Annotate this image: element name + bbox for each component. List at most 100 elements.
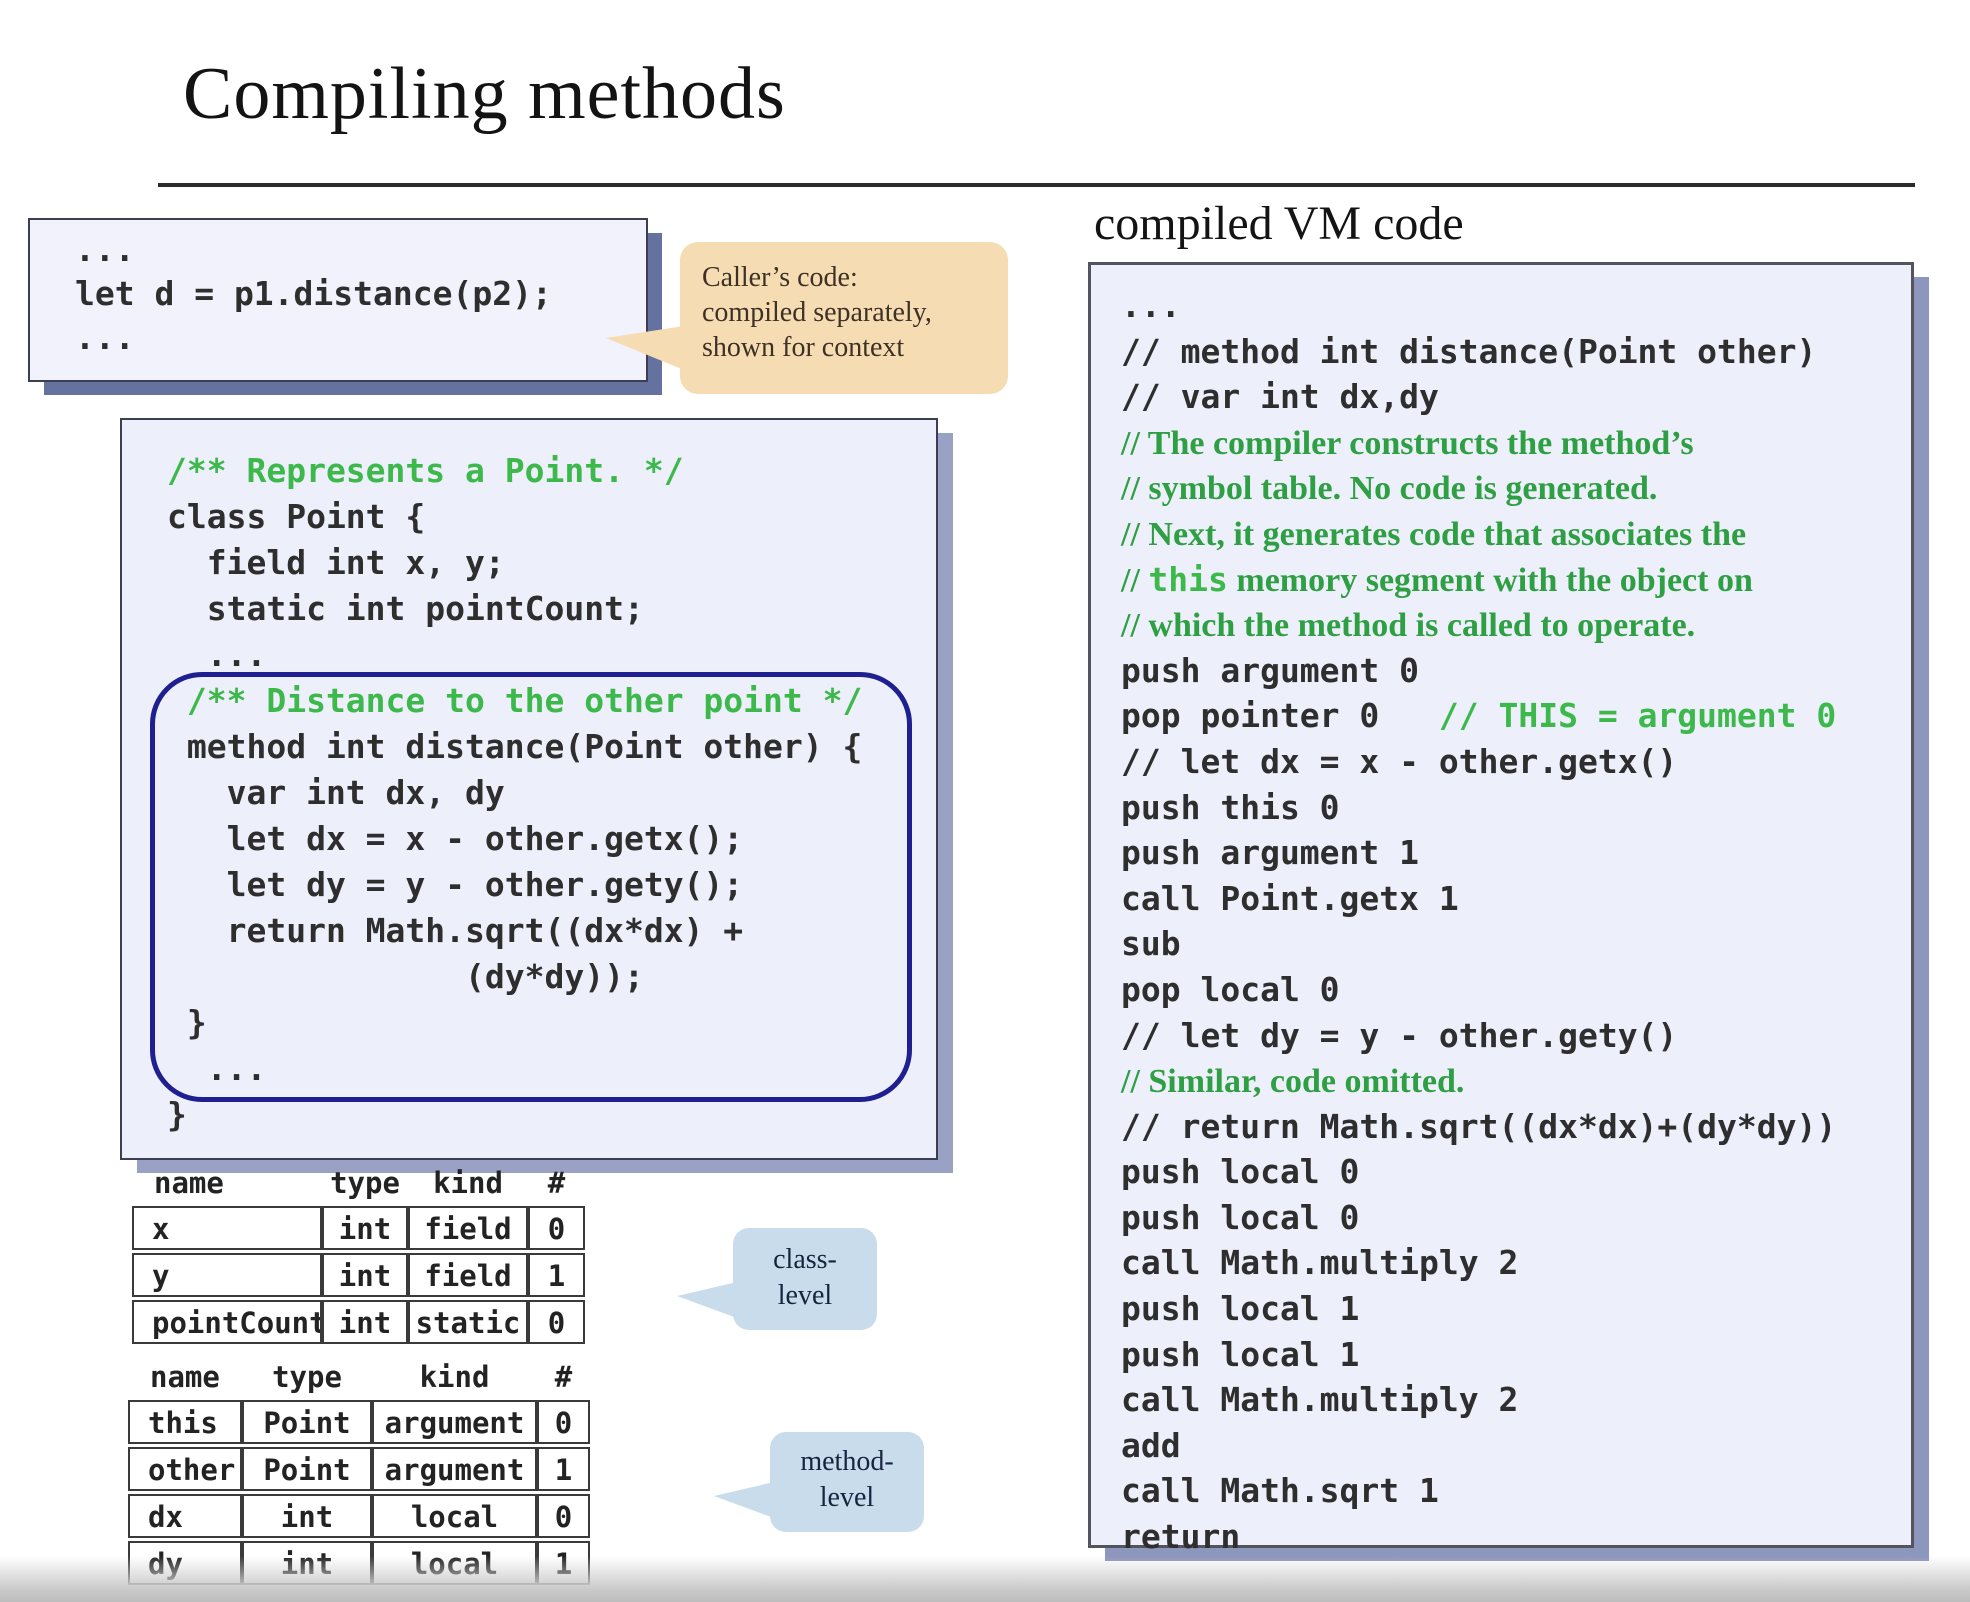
code-segment: static int pointCount; <box>167 589 644 628</box>
table-header-cell: # <box>547 1166 566 1200</box>
code-line: // var int dx,dy <box>1121 374 1911 420</box>
code-line: /** Distance to the other point */ <box>167 678 936 724</box>
code-line: push argument 0 <box>1121 648 1911 694</box>
table-cell: pointCount <box>132 1300 322 1344</box>
code-line: // Similar, code omitted. <box>1121 1058 1911 1104</box>
code-segment: push local 0 <box>1121 1197 1360 1237</box>
code-line: return Math.sqrt((dx*dx) + <box>167 908 936 954</box>
code-line: ... <box>75 228 646 272</box>
table-header-cell: # <box>554 1360 573 1394</box>
table-cell: argument <box>372 1400 537 1444</box>
code-line: // method int distance(Point other) <box>1121 329 1911 375</box>
table-cell: int <box>322 1206 408 1250</box>
code-segment: /** Distance to the other point */ <box>167 681 863 720</box>
code-segment: /** Represents a Point. */ <box>167 451 684 490</box>
table-header-cell: name <box>154 1166 224 1200</box>
code-line: push argument 1 <box>1121 830 1911 876</box>
table-cell: this <box>128 1400 242 1444</box>
bottom-fade-band <box>0 1556 1970 1602</box>
code-segment: // THIS = argument 0 <box>1438 696 1837 736</box>
method-highlight-outline <box>150 672 912 1102</box>
table-cell: other <box>128 1447 242 1491</box>
callout-line: compiled separately, <box>702 297 932 328</box>
code-segment: push local 1 <box>1121 1334 1360 1374</box>
vm-code-box: ...// method int distance(Point other)//… <box>1088 262 1914 1556</box>
code-segment: // symbol table. No code is generated. <box>1121 470 1658 508</box>
code-line: ... <box>167 1046 936 1092</box>
code-segment: } <box>167 1003 207 1042</box>
table-cell: field <box>408 1253 528 1297</box>
code-line: let dy = y - other.gety(); <box>167 862 936 908</box>
table-cell: 0 <box>537 1400 590 1444</box>
vm-code-title: compiled VM code <box>1094 197 1464 250</box>
table-cell: 1 <box>528 1253 585 1297</box>
table-cell: Point <box>242 1447 372 1491</box>
code-line: pop local 0 <box>1121 967 1911 1013</box>
code-segment: // Similar, code omitted. <box>1121 1063 1465 1101</box>
callout-line: method- <box>800 1446 894 1477</box>
code-segment: class Point { <box>167 497 426 536</box>
code-segment: call Math.multiply 2 <box>1121 1243 1519 1283</box>
table-header-cell: name <box>150 1360 220 1394</box>
code-segment: // return Math.sqrt((dx*dx)+(dy*dy)) <box>1121 1106 1837 1146</box>
code-segment: pop local 0 <box>1121 969 1340 1009</box>
code-segment: // let dy = y - other.gety() <box>1121 1015 1678 1055</box>
code-segment: push argument 0 <box>1121 650 1420 690</box>
callout-text: method-level <box>770 1444 924 1516</box>
code-line: method int distance(Point other) { <box>167 724 936 770</box>
code-line: call Point.getx 1 <box>1121 876 1911 922</box>
code-line: // let dy = y - other.gety() <box>1121 1013 1911 1059</box>
code-line: // this memory segment with the object o… <box>1121 557 1911 603</box>
code-line: call Math.multiply 2 <box>1121 1377 1911 1423</box>
code-line: push local 1 <box>1121 1286 1911 1332</box>
code-line: return <box>1121 1514 1911 1560</box>
code-segment: pop pointer 0 <box>1121 696 1439 736</box>
code-segment: (dy*dy)); <box>167 957 644 996</box>
table-cell: local <box>372 1494 537 1538</box>
callout-line: level <box>819 1482 875 1513</box>
code-segment: // let dx = x - other.getx() <box>1121 741 1678 781</box>
code-segment: var int dx, dy <box>167 773 505 812</box>
code-segment: // <box>1121 561 1149 599</box>
callout-text: Caller’s code:compiled separately,shown … <box>702 260 1008 365</box>
code-line: // which the method is called to operate… <box>1121 602 1911 648</box>
code-segment: let dy = y - other.gety(); <box>167 865 744 904</box>
code-segment: return Math.sqrt((dx*dx) + <box>167 911 744 950</box>
code-segment: // method int distance(Point other) <box>1121 331 1817 371</box>
class-code-lines: /** Represents a Point. */class Point { … <box>122 420 936 1138</box>
code-line: let d = p1.distance(p2); <box>75 272 646 316</box>
table-cell: 0 <box>537 1494 590 1538</box>
code-line: // symbol table. No code is generated. <box>1121 465 1911 511</box>
code-line: push this 0 <box>1121 785 1911 831</box>
callout-tail-left-icon <box>606 326 684 370</box>
table-cell: argument <box>372 1447 537 1491</box>
code-line: push local 1 <box>1121 1332 1911 1378</box>
callers-code-callout: Caller’s code:compiled separately,shown … <box>606 242 1008 394</box>
code-line: push local 0 <box>1121 1149 1911 1195</box>
table-header-cell: kind <box>433 1166 503 1200</box>
code-line: field int x, y; <box>167 540 936 586</box>
code-segment: call Math.sqrt 1 <box>1121 1471 1439 1511</box>
code-segment: push local 1 <box>1121 1289 1360 1329</box>
table-cell: 1 <box>537 1447 590 1491</box>
code-line: // The compiler constructs the method’s <box>1121 420 1911 466</box>
code-segment: sub <box>1121 924 1181 964</box>
code-line: call Math.sqrt 1 <box>1121 1468 1911 1514</box>
callout-text: class-level <box>733 1242 877 1314</box>
code-line: push local 0 <box>1121 1195 1911 1241</box>
table-cell: 0 <box>528 1300 585 1344</box>
code-segment: push local 0 <box>1121 1152 1360 1192</box>
code-line: call Math.multiply 2 <box>1121 1240 1911 1286</box>
table-cell: int <box>322 1300 408 1344</box>
table-cell: field <box>408 1206 528 1250</box>
code-segment: method int distance(Point other) { <box>167 727 863 766</box>
code-line: (dy*dy)); <box>167 954 936 1000</box>
code-line: // Next, it generates code that associat… <box>1121 511 1911 557</box>
code-line: // let dx = x - other.getx() <box>1121 739 1911 785</box>
code-line: let dx = x - other.getx(); <box>167 816 936 862</box>
